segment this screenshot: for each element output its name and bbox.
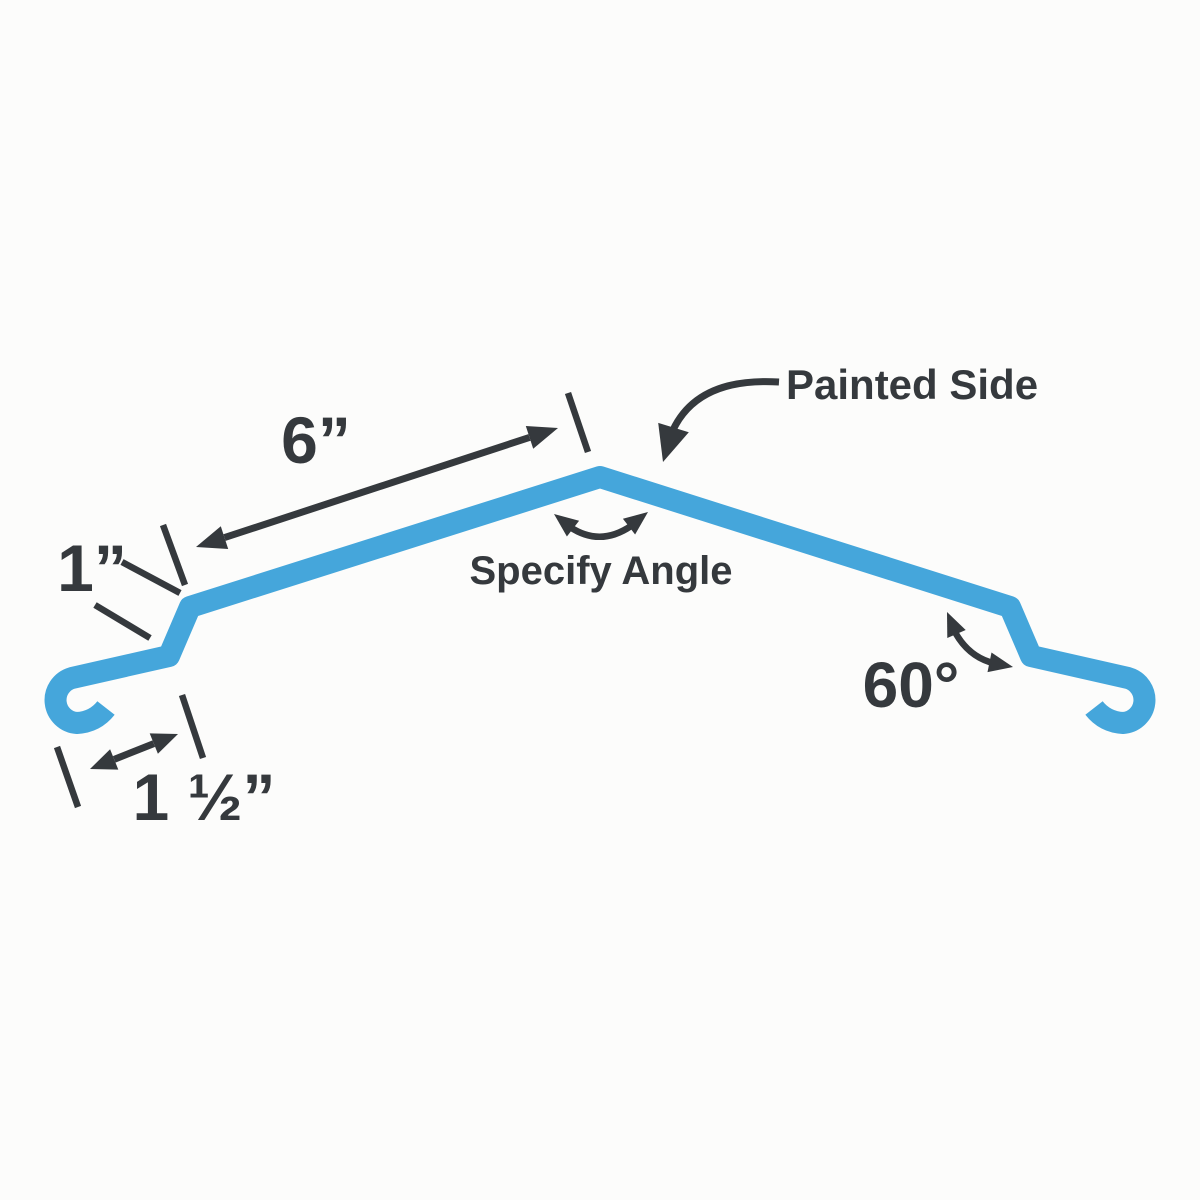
six-inch-dimension: 6” [159, 391, 592, 587]
six-inch-arrowhead-right [525, 426, 558, 449]
hem-dimension: 1 ½” [53, 693, 276, 834]
hem-dimension-line [112, 740, 156, 763]
hem-label: 1 ½” [132, 760, 275, 834]
six-inch-dimension-line [223, 434, 531, 541]
six-inch-label: 6” [281, 403, 351, 477]
kick-angle-arrowhead-top [947, 612, 966, 638]
one-inch-leader-lower [93, 602, 152, 641]
six-inch-arrowhead-left [196, 526, 229, 549]
hem-tick-left [53, 745, 82, 809]
hem-arrowhead-right [149, 733, 178, 754]
sixty-degree-label: 60° [863, 649, 960, 721]
six-inch-tick-left [159, 523, 189, 587]
painted-side-swoosh [669, 378, 780, 432]
kick-angle-arc [952, 629, 993, 666]
peak-angle-arrowhead-left [554, 514, 580, 537]
one-inch-label: 1” [57, 531, 127, 605]
peak-angle-callout: Specify Angle [469, 512, 733, 593]
hem-arrowhead-left [90, 749, 119, 770]
kick-angle-arrowhead-bottom [987, 652, 1013, 673]
specify-angle-label: Specify Angle [469, 549, 732, 593]
painted-side-callout: Painted Side [658, 361, 1038, 462]
one-inch-leader-upper [120, 559, 182, 596]
six-inch-tick-right [564, 391, 592, 454]
peak-angle-arc [566, 522, 635, 540]
peak-angle-arrowhead-right [622, 512, 648, 535]
kick-angle-callout: 60° [863, 612, 1013, 721]
painted-side-arrowhead [658, 422, 689, 462]
hem-tick-right [178, 693, 207, 760]
painted-side-label: Painted Side [786, 361, 1038, 408]
ridge-cap-profile-shape [44, 466, 1156, 734]
one-inch-callout: 1” [57, 531, 182, 641]
